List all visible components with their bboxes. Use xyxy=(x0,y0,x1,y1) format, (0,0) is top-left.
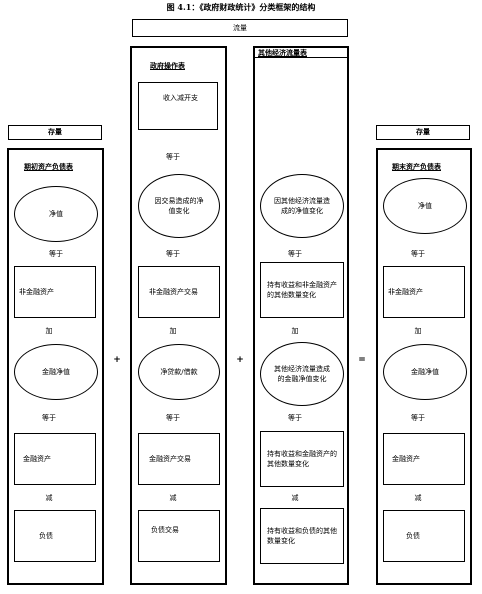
closing-financial-net-worth-label: 金融净值 xyxy=(411,368,439,376)
closing-nonfinancial-assets-box: 非金融资产 xyxy=(383,266,465,318)
connector-label: 减 xyxy=(291,494,299,502)
financial-asset-transactions-box: 金融资产交易 xyxy=(138,433,220,485)
stock-right-label: 存量 xyxy=(416,128,430,136)
connector-label: 等于 xyxy=(288,250,302,258)
connector-label: 等于 xyxy=(411,250,425,258)
closing-balance-header: 期末资产负债表 xyxy=(392,163,441,171)
stock-right-box: 存量 xyxy=(376,125,470,140)
closing-liabilities-box: 负债 xyxy=(383,510,465,562)
other-flows-net-worth-ellipse: 因其他经济流量造成的净值变化 xyxy=(260,174,344,238)
connector-label: 等于 xyxy=(166,414,180,422)
other-flows-header: 其他经济流量表 xyxy=(258,49,307,57)
liability-transactions-label: 负债交易 xyxy=(151,526,179,534)
other-flows-financial-net-worth-label: 其他经济流量造成的金融净值变化 xyxy=(274,365,330,383)
opening-financial-assets-label: 金融资产 xyxy=(23,455,51,463)
financial-asset-transactions-label: 金融资产交易 xyxy=(149,455,191,463)
diagram-title: 图 4.1：《政府财政统计》分类框架的结构 xyxy=(166,2,316,12)
closing-net-worth-ellipse: 净值 xyxy=(383,178,467,234)
connector-label: 等于 xyxy=(288,414,302,422)
transactions-net-worth-ellipse: 因交易造成的净值变化 xyxy=(138,174,220,238)
opening-nonfinancial-assets-box: 非金融资产 xyxy=(14,266,96,318)
opening-nonfinancial-assets-label: 非金融资产 xyxy=(19,288,54,296)
stock-left-label: 存量 xyxy=(48,128,62,136)
opening-net-worth-label: 净值 xyxy=(49,210,63,218)
revenue-minus-expense-box: 收入减开支 xyxy=(138,82,218,130)
opening-financial-assets-box: 金融资产 xyxy=(14,433,96,485)
plus-operator: + xyxy=(113,355,121,365)
net-lending-borrowing-ellipse: 净贷款/借款 xyxy=(138,344,220,400)
opening-financial-net-worth-label: 金融净值 xyxy=(42,368,70,376)
connector-label: 减 xyxy=(45,494,53,502)
opening-liabilities-label: 负债 xyxy=(39,532,53,540)
connector-label: 等于 xyxy=(49,250,63,258)
flows-header-box: 流量 xyxy=(132,19,348,37)
connector-label: 减 xyxy=(169,494,177,502)
transactions-header: 政府操作表 xyxy=(150,62,185,70)
liability-transactions-box: 负债交易 xyxy=(138,510,220,562)
connector-label: 加 xyxy=(169,327,177,335)
other-flows-financial-net-worth-ellipse: 其他经济流量造成的金融净值变化 xyxy=(260,342,344,406)
connector-label: 等于 xyxy=(166,250,180,258)
holding-gains-financial-label: 持有收益和金融资产的其他数量变化 xyxy=(267,450,337,468)
other-flows-header-rule xyxy=(253,57,349,58)
opening-net-worth-ellipse: 净值 xyxy=(14,186,98,242)
net-lending-borrowing-label: 净贷款/借款 xyxy=(160,368,198,376)
opening-liabilities-box: 负债 xyxy=(14,510,96,562)
closing-financial-net-worth-ellipse: 金融净值 xyxy=(383,344,467,400)
connector-label: 等于 xyxy=(42,414,56,422)
transactions-net-worth-label: 因交易造成的净值变化 xyxy=(154,197,204,215)
plus-operator: + xyxy=(236,355,244,365)
equals-operator: = xyxy=(358,355,366,365)
nonfinancial-asset-transactions-label: 非金融资产交易 xyxy=(149,288,198,296)
connector-label: 减 xyxy=(414,494,422,502)
holding-gains-financial-box: 持有收益和金融资产的其他数量变化 xyxy=(260,431,344,487)
holding-gains-liabilities-label: 持有收益和负债的其他数量变化 xyxy=(267,527,337,545)
connector-label: 加 xyxy=(45,327,53,335)
holding-gains-nonfinancial-box: 持有收益和非金融资产的其他数量变化 xyxy=(260,262,344,318)
opening-financial-net-worth-ellipse: 金融净值 xyxy=(14,344,98,400)
flows-header-label: 流量 xyxy=(233,24,247,32)
revenue-minus-expense-label: 收入减开支 xyxy=(163,94,198,102)
closing-financial-assets-label: 金融资产 xyxy=(392,455,420,463)
closing-liabilities-label: 负债 xyxy=(406,532,420,540)
connector-label: 加 xyxy=(414,327,422,335)
closing-financial-assets-box: 金融资产 xyxy=(383,433,465,485)
connector-label: 加 xyxy=(291,327,299,335)
closing-net-worth-label: 净值 xyxy=(418,202,432,210)
closing-nonfinancial-assets-label: 非金融资产 xyxy=(388,288,423,296)
holding-gains-nonfinancial-label: 持有收益和非金融资产的其他数量变化 xyxy=(267,281,337,299)
connector-label: 等于 xyxy=(411,414,425,422)
opening-balance-header: 期初资产负债表 xyxy=(24,163,73,171)
stock-left-box: 存量 xyxy=(8,125,102,140)
other-flows-net-worth-label: 因其他经济流量造成的净值变化 xyxy=(274,197,330,215)
connector-label: 等于 xyxy=(166,153,180,161)
holding-gains-liabilities-box: 持有收益和负债的其他数量变化 xyxy=(260,508,344,564)
nonfinancial-asset-transactions-box: 非金融资产交易 xyxy=(138,266,220,318)
